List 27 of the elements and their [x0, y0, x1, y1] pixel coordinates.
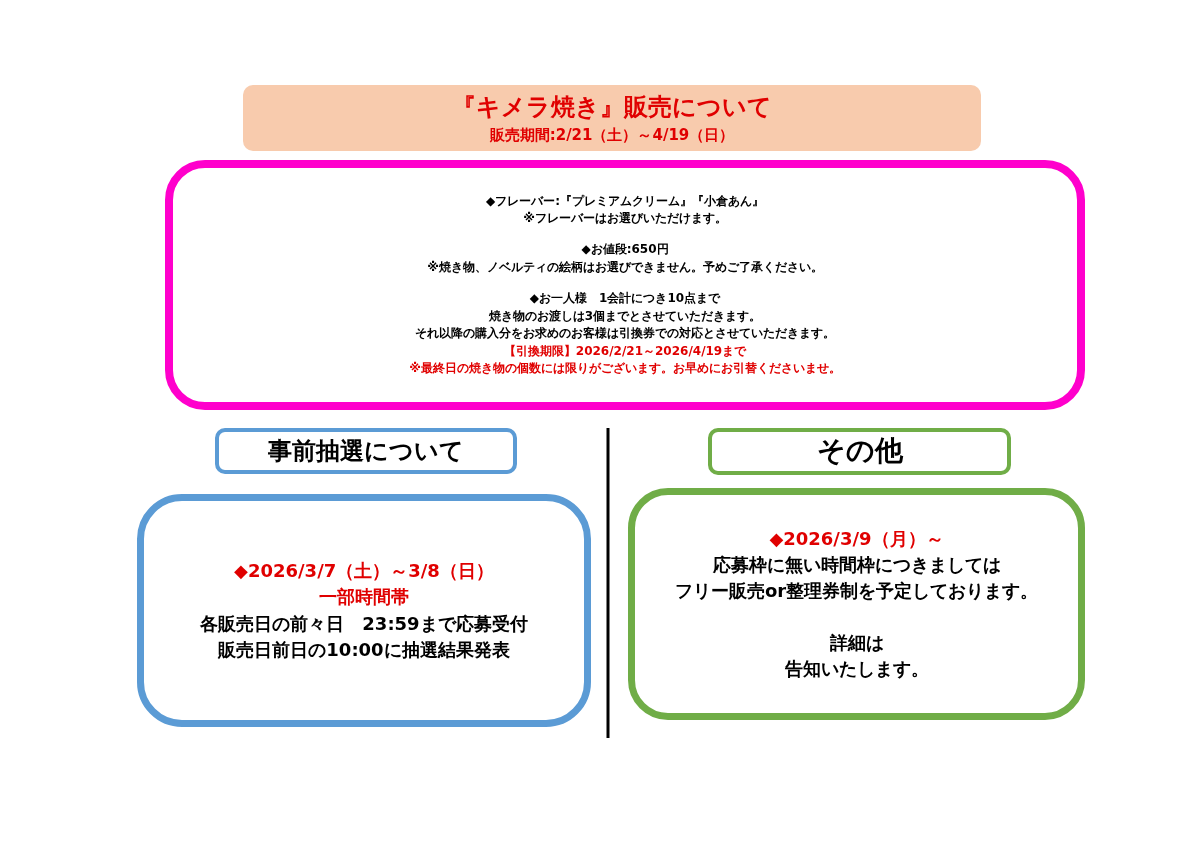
info-text: ※フレーバーはお選びいただけます。: [523, 210, 727, 228]
info-text: ◆2026/3/7（土）～3/8（日）: [234, 559, 494, 584]
info-text: フリー販売or整理券制を予定しております。: [674, 578, 1039, 603]
info-text: 応募枠に無い時間枠につきましては: [712, 552, 1001, 577]
info-text: ※焼き物、ノベルティの絵柄はお選びできません。予めご了承ください。: [427, 258, 823, 276]
info-text: 販売日前日の10:00に抽選結果発表: [218, 637, 510, 662]
info-text: ※最終日の焼き物の個数には限りがございます。お早めにお引替くださいませ。: [409, 359, 841, 377]
info-text: 【引換期限】2026/2/21～2026/4/19まで: [503, 342, 747, 360]
info-panel: [137, 494, 591, 727]
section-heading: [215, 428, 517, 474]
info-text: 一部時間帯: [319, 585, 409, 610]
sale-period-text: 販売期間:2/21（土）～4/19（日）: [489, 124, 735, 146]
info-panel: [165, 160, 1085, 410]
info-text: 詳細は: [829, 631, 884, 656]
info-text: ◆2026/3/9（月）～: [769, 526, 944, 551]
heading-text: 事前抽選について: [268, 435, 464, 467]
info-text: 焼き物のお渡しは3個までとさせていただきます。: [488, 307, 762, 325]
banner-title: 『キメラ焼き』販売について: [452, 91, 772, 123]
title-banner: [243, 85, 981, 151]
info-text: ◆お値段:650円: [581, 241, 669, 259]
info-text: ◆フレーバー:『プレミアムクリーム』『小倉あん』: [486, 192, 764, 210]
info-panel: [628, 488, 1085, 720]
info-text: それ以降の購入分をお求めのお客様は引換券での対応とさせていただきます。: [415, 325, 835, 343]
info-text: 各販売日の前々日 23:59まで応募受付: [200, 611, 528, 636]
info-text: 告知いたします。: [784, 657, 929, 682]
section-heading: [708, 428, 1011, 475]
heading-text: その他: [816, 433, 903, 470]
